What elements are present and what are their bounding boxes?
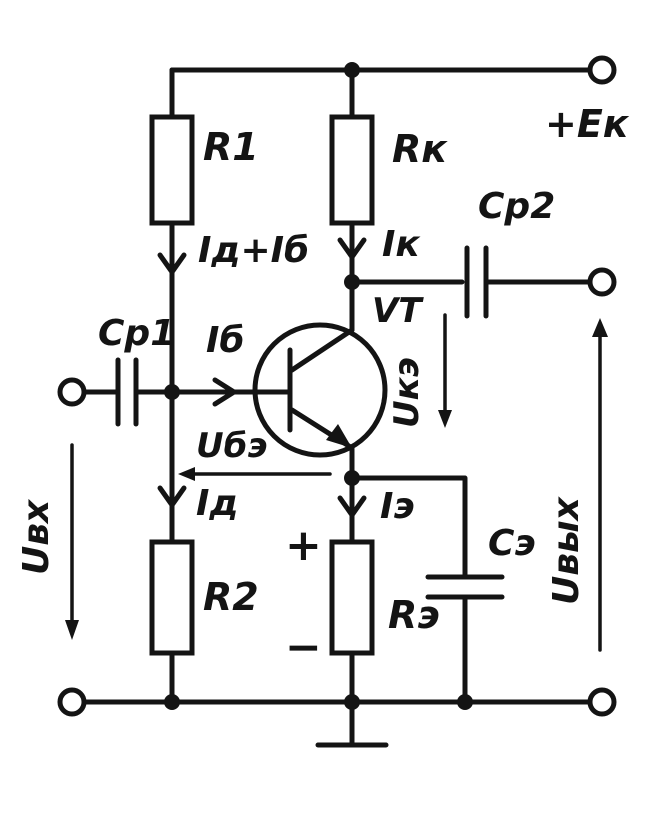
arrow-id: [157, 485, 187, 508]
label-r1: R1: [203, 125, 259, 169]
arrow-ie: [337, 495, 367, 518]
label-ek: +Eк: [545, 102, 630, 146]
label-ie: Iэ: [380, 486, 415, 527]
arrow-uvh-head: [65, 620, 79, 640]
arrow-id-plus-ib: [157, 252, 187, 275]
junction-bottom-re: [344, 694, 360, 710]
label-cp1: Cр1: [98, 313, 175, 354]
label-r2: R2: [203, 575, 259, 619]
junction-emitter: [344, 470, 360, 486]
capacitor-cp2: [464, 245, 489, 319]
label-rk: Rк: [392, 127, 448, 171]
capacitor-cp1: [115, 357, 139, 427]
resistor-re: [329, 539, 375, 656]
label-cp2: Cр2: [478, 186, 555, 227]
label-plus: +: [285, 520, 322, 571]
terminal-output-ground: [587, 687, 617, 717]
label-re: Rэ: [388, 593, 440, 637]
arrow-uke-head: [438, 410, 452, 428]
label-uke: Uкэ: [387, 357, 427, 428]
capacitor-ce: [425, 574, 505, 600]
arrow-ib: [212, 377, 237, 407]
wire-ce-top: [349, 475, 468, 578]
junction-base: [164, 384, 180, 400]
terminal-input-ground: [57, 687, 87, 717]
label-ce: Cэ: [488, 523, 536, 564]
current-arrows: [157, 237, 367, 518]
voltage-arrows: [65, 313, 608, 652]
junction-top: [344, 62, 360, 78]
label-id: Iд: [196, 483, 238, 524]
arrow-ube-head: [178, 467, 195, 481]
resistor-r1: [149, 114, 195, 226]
terminal-ek: [587, 55, 617, 85]
junction-bottom-r2: [164, 694, 180, 710]
label-ube: Uбэ: [196, 426, 268, 466]
terminal-input: [57, 377, 87, 407]
label-vt: VT: [372, 291, 424, 331]
label-id-plus-ib: Iд+Iб: [198, 230, 309, 271]
resistor-r2: [149, 539, 195, 656]
transistor-vt: [252, 322, 388, 458]
arrow-ik: [337, 237, 367, 260]
terminal-output: [587, 267, 617, 297]
label-minus: −: [285, 622, 322, 673]
label-uvh: Uвх: [16, 498, 57, 575]
arrow-uvyh-head: [592, 318, 608, 337]
label-ik: Iк: [382, 224, 421, 265]
resistor-rk: [329, 114, 375, 226]
junction-collector: [344, 274, 360, 290]
label-ib: Iб: [206, 320, 245, 361]
label-uvyh: Uвых: [546, 495, 587, 605]
junction-bottom-ce: [457, 694, 473, 710]
